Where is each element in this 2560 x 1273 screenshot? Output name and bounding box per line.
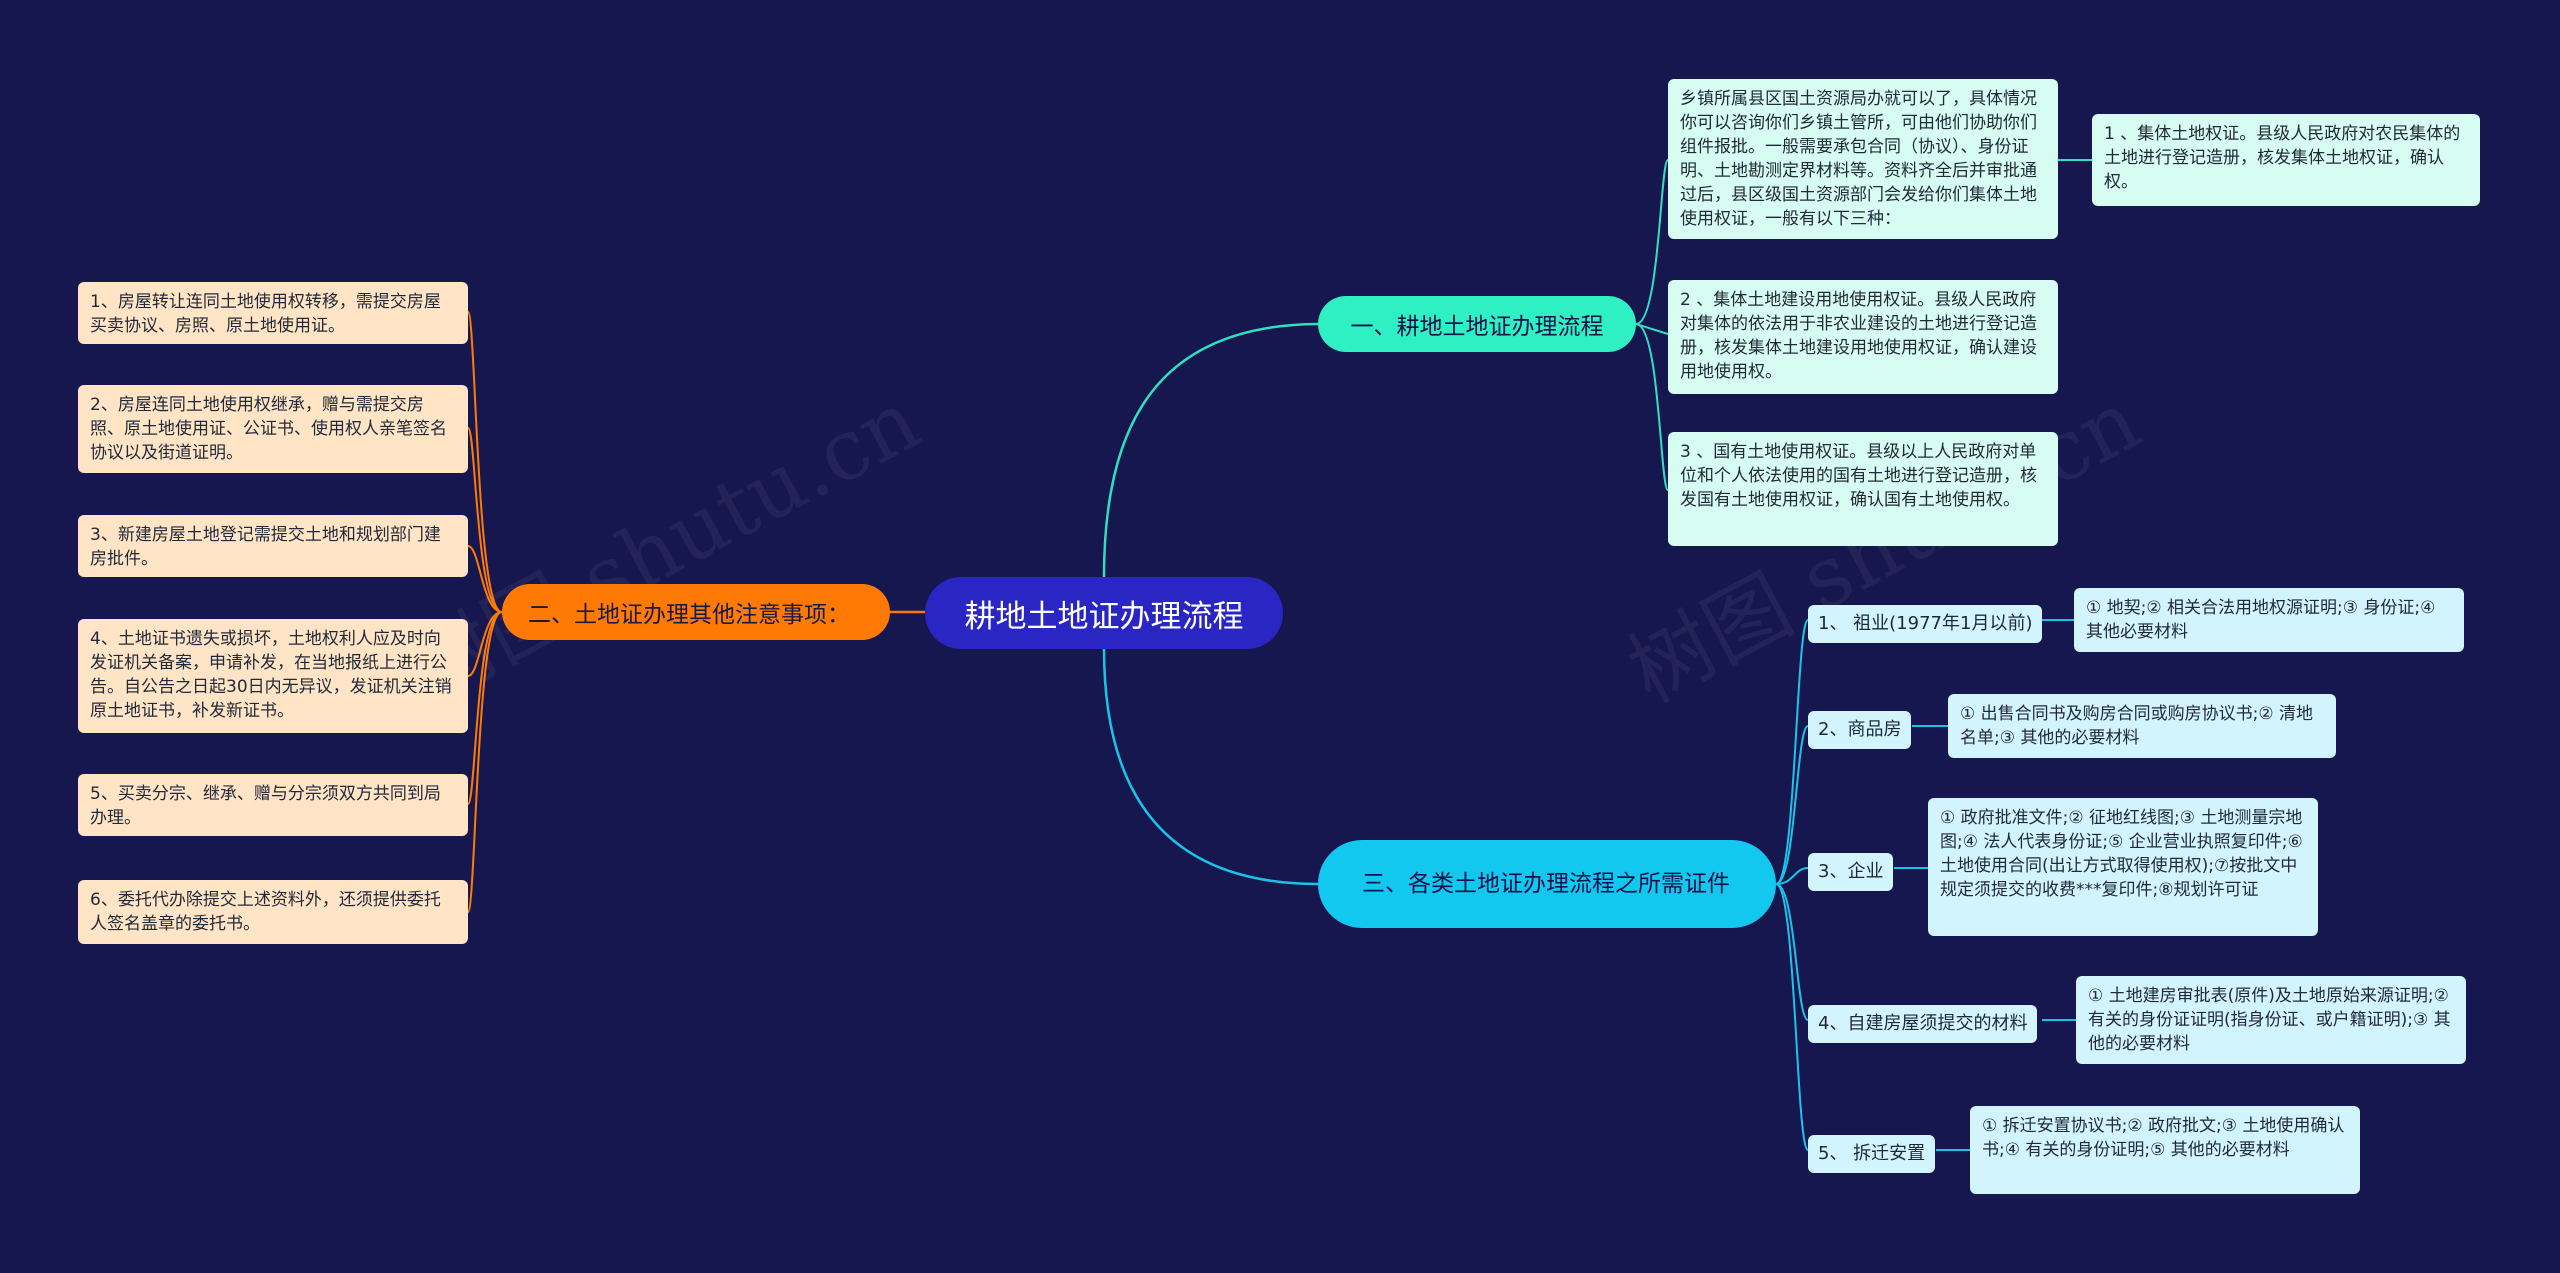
branch-2-item-5[interactable]: 5、买卖分宗、继承、赠与分宗须双方共同到局办理。 [78, 774, 468, 836]
branch-3-sub-4[interactable]: 4、自建房屋须提交的材料 [1808, 1005, 2038, 1043]
branch-3-sub-5[interactable]: 5、 拆迁安置 [1808, 1135, 1936, 1173]
branch-3-sub-2[interactable]: 2、商品房 [1808, 711, 1912, 749]
branch-1-item-3[interactable]: 3 、国有土地使用权证。县级以上人民政府对单位和个人依法使用的国有土地进行登记造… [1668, 432, 2058, 546]
branch-1-intro[interactable]: 乡镇所属县区国土资源局办就可以了，具体情况你可以咨询你们乡镇土管所，可由他们协助… [1668, 79, 2058, 239]
branch-3-detail-1[interactable]: ① 地契;② 相关合法用地权源证明;③ 身份证;④ 其他必要材料 [2074, 588, 2464, 652]
branch-3-detail-2[interactable]: ① 出售合同书及购房合同或购房协议书;② 清地名单;③ 其他的必要材料 [1948, 694, 2336, 758]
branch-1-item-1[interactable]: 1 、集体土地权证。县级人民政府对农民集体的土地进行登记造册，核发集体土地权证，… [2092, 114, 2480, 206]
branch-2-item-2[interactable]: 2、房屋连同土地使用权继承，赠与需提交房照、原土地使用证、公证书、使用权人亲笔签… [78, 385, 468, 473]
branch-3-sub-3[interactable]: 3、企业 [1808, 853, 1894, 891]
branch-1-item-2[interactable]: 2 、集体土地建设用地使用权证。县级人民政府对集体的依法用于非农业建设的土地进行… [1668, 280, 2058, 394]
branch-2-node[interactable]: 二、土地证办理其他注意事项： [502, 584, 890, 640]
branch-2-item-6[interactable]: 6、委托代办除提交上述资料外，还须提供委托人签名盖章的委托书。 [78, 880, 468, 944]
branch-3-detail-3[interactable]: ① 政府批准文件;② 征地红线图;③ 土地测量宗地图;④ 法人代表身份证;⑤ 企… [1928, 798, 2318, 936]
branch-3-detail-4[interactable]: ① 土地建房审批表(原件)及土地原始来源证明;② 有关的身份证证明(指身份证、或… [2076, 976, 2466, 1064]
branch-3-sub-1[interactable]: 1、 祖业(1977年1月以前) [1808, 605, 2043, 643]
branch-2-item-1[interactable]: 1、房屋转让连同土地使用权转移，需提交房屋买卖协议、房照、原土地使用证。 [78, 282, 468, 344]
root-node[interactable]: 耕地土地证办理流程 [925, 577, 1283, 649]
branch-2-item-3[interactable]: 3、新建房屋土地登记需提交土地和规划部门建房批件。 [78, 515, 468, 577]
branch-3-detail-5[interactable]: ① 拆迁安置协议书;② 政府批文;③ 土地使用确认书;④ 有关的身份证明;⑤ 其… [1970, 1106, 2360, 1194]
branch-2-item-4[interactable]: 4、土地证书遗失或损坏，土地权利人应及时向发证机关备案，申请补发，在当地报纸上进… [78, 619, 468, 733]
branch-3-node[interactable]: 三、各类土地证办理流程之所需证件 [1318, 840, 1776, 928]
branch-1-node[interactable]: 一、耕地土地证办理流程 [1318, 296, 1636, 352]
